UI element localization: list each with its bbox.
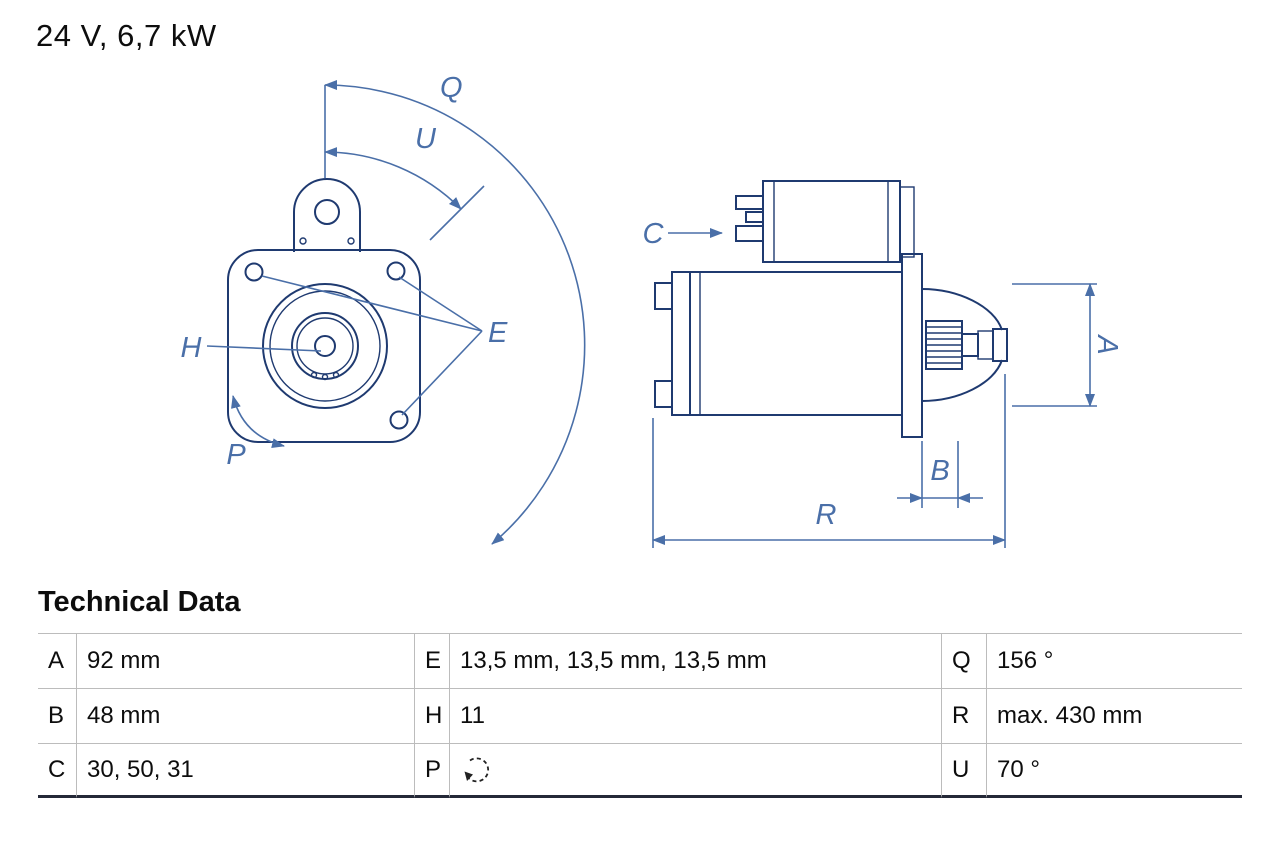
boss-circle <box>291 312 359 380</box>
table-key-cell: Q <box>941 633 986 688</box>
table-key-cell: C <box>38 743 76 798</box>
rotation-direction-icon <box>464 757 490 782</box>
solenoid-body <box>762 180 901 263</box>
bolt-hole <box>244 262 264 282</box>
table-value-cell: 70 ° <box>986 743 1242 798</box>
dim-u-arc <box>324 147 462 210</box>
dim-e-leader <box>398 276 483 332</box>
lug-hole <box>314 199 340 225</box>
dim-label-c: C <box>643 218 665 250</box>
table-key-cell: B <box>38 688 76 743</box>
boss-circle <box>296 317 354 375</box>
table-key-cell: H <box>414 688 449 743</box>
terminal-stud <box>735 225 764 242</box>
table-value-cell: 48 mm <box>76 688 414 743</box>
dim-e-leader <box>401 330 483 416</box>
terminal-stud <box>735 195 764 210</box>
drive-housing-top <box>921 288 1003 331</box>
dim-e-leader <box>261 275 483 332</box>
table-key-cell: R <box>941 688 986 743</box>
table-value-cell: 11 <box>449 688 941 743</box>
table-value-cell: max. 430 mm <box>986 688 1242 743</box>
detail-hole <box>310 371 318 379</box>
table-value-cell: 13,5 mm, 13,5 mm, 13,5 mm <box>449 633 941 688</box>
shaft-hole <box>314 335 336 357</box>
dim-label-b: B <box>930 455 949 487</box>
drive-housing-bottom <box>921 359 1003 402</box>
technical-drawing: Q U H E P C A <box>181 72 1123 548</box>
bolt-hole <box>386 261 406 281</box>
boss-circle <box>269 290 381 402</box>
table-value-cell-p <box>449 743 941 798</box>
shaft-collar <box>977 330 994 360</box>
flange-plate <box>901 253 923 438</box>
dim-q-arc <box>324 80 586 545</box>
dim-label-p: P <box>226 439 246 471</box>
dim-h-leader <box>206 345 322 352</box>
lug-pin-hole <box>347 237 355 245</box>
page-title: 24 V, 6,7 kW <box>36 18 217 53</box>
table-key-cell: P <box>414 743 449 798</box>
dimension-annotations: Q U H E P C A <box>181 72 1123 548</box>
dim-label-e: E <box>488 317 508 349</box>
dim-label-a: A <box>1091 333 1123 354</box>
pinion-shaft <box>961 333 979 357</box>
table-heading: Technical Data <box>38 586 241 618</box>
table-key-cell: U <box>941 743 986 798</box>
terminal-stud <box>745 211 764 223</box>
mounting-lug-outline <box>293 178 361 252</box>
motor-body <box>689 271 903 416</box>
dim-p-arc <box>231 395 285 449</box>
dim-u-leg <box>429 185 485 241</box>
pinion-gear-teeth <box>926 326 962 364</box>
dim-label-u: U <box>415 123 437 155</box>
table-value-cell: 30, 50, 31 <box>76 743 414 798</box>
left-bracket <box>654 282 673 310</box>
dim-label-h: H <box>181 332 202 364</box>
dim-label-q: Q <box>440 72 463 104</box>
side-view <box>654 180 1008 438</box>
table-value-cell: 92 mm <box>76 633 414 688</box>
front-view <box>227 178 421 443</box>
solenoid-end-step <box>899 186 915 258</box>
dim-label-r: R <box>816 499 837 531</box>
bolt-hole <box>389 410 409 430</box>
table-value-cell: 156 ° <box>986 633 1242 688</box>
left-bracket <box>654 380 673 408</box>
table-key-cell: A <box>38 633 76 688</box>
end-cap <box>671 271 691 416</box>
drive-end-bearing <box>992 328 1008 362</box>
table-key-cell: E <box>414 633 449 688</box>
lug-pin-hole <box>299 237 307 245</box>
technical-data-table: A 92 mm E 13,5 mm, 13,5 mm, 13,5 mm Q 15… <box>38 633 1242 798</box>
